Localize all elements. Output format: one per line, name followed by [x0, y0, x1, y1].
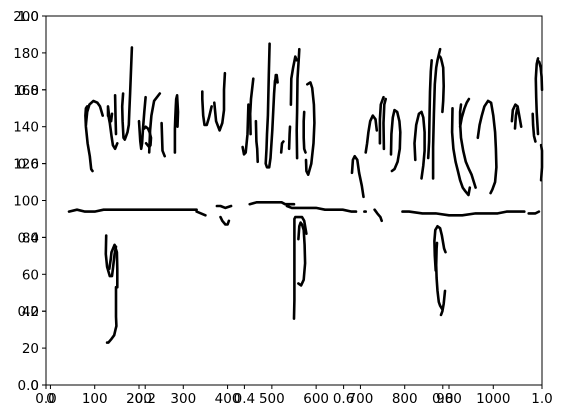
stroke-30: [413, 110, 426, 180]
stroke-49: [285, 204, 358, 213]
inner-x-tick-label: 100: [82, 391, 108, 407]
stroke-44: [67, 208, 198, 213]
inner-y-tick-label: 60: [22, 267, 39, 283]
stroke-51: [373, 208, 383, 223]
stroke-16: [254, 119, 259, 164]
stroke-14: [241, 103, 250, 156]
inner-y-tick-label: 140: [13, 120, 39, 136]
stroke-53: [527, 210, 541, 215]
outer-x-tick-label: 0.4: [234, 391, 255, 407]
stroke-33: [438, 55, 445, 114]
outer-y-tick-label: 0.4: [18, 230, 39, 246]
inner-y-tick-label: 20: [22, 341, 39, 357]
stroke-39: [513, 107, 519, 130]
stroke-19: [279, 140, 285, 154]
inner-x-tick-label: 0: [46, 391, 55, 407]
stroke-32: [431, 47, 442, 180]
stroke-11: [137, 95, 147, 151]
inner-x-tick-label: 300: [170, 391, 196, 407]
inner-x-tick-label: 700: [348, 391, 374, 407]
inner-y-tick-label: 120: [13, 157, 39, 173]
outer-x-tick-label: 1.0: [531, 391, 552, 407]
stroke-17: [264, 42, 277, 169]
stroke-34: [450, 107, 472, 197]
stroke-48: [248, 201, 296, 206]
outer-y-tick-label: 0.6: [18, 157, 39, 173]
stroke-60: [434, 241, 444, 311]
stroke-4: [107, 114, 119, 151]
outer-x-tick-label: 0.8: [432, 391, 453, 407]
stroke-38: [510, 103, 523, 128]
stroke-46: [215, 204, 233, 210]
stroke-40: [531, 112, 537, 143]
stroke-20: [289, 55, 298, 106]
stroke-26: [364, 114, 379, 154]
inner-y-tick-label: 200: [13, 9, 39, 25]
stroke-9: [173, 94, 180, 154]
outer-x-tick-label: 0.0: [35, 391, 56, 407]
outer-y-tick-label: 0.8: [18, 83, 39, 99]
stroke-25: [350, 154, 365, 199]
stroke-55: [108, 243, 119, 289]
inner-y-tick-label: 0: [30, 378, 39, 394]
stroke-18: [273, 73, 279, 86]
tick-labels: 0.0 0.2 0.4 0.6 0.8 1.0 0.0 0.2 0.4 0.6 0.8 1.0 0 100…: [13, 9, 553, 407]
handwriting-strokes: [67, 42, 544, 344]
inner-y-tick-label: 100: [13, 194, 39, 210]
stroke-28: [382, 97, 387, 151]
stroke-57: [297, 221, 307, 287]
stroke-59: [433, 225, 447, 272]
stroke-15: [248, 77, 255, 136]
outer-y-tick-label: 1.0: [18, 9, 39, 25]
stroke-29: [389, 108, 402, 173]
inner-x-tick-label: 600: [303, 391, 329, 407]
stroke-36: [458, 103, 477, 189]
inner-y-tick-label: 40: [22, 304, 39, 320]
stroke-56: [105, 285, 118, 344]
stroke-58: [292, 215, 308, 320]
stroke-61: [439, 289, 447, 317]
stroke-52: [401, 210, 526, 217]
inner-x-tick-label: 1000: [476, 391, 510, 407]
stroke-10: [143, 125, 153, 149]
stroke-2: [84, 99, 104, 127]
inner-y-tick-label: 180: [13, 46, 39, 62]
stroke-21: [295, 47, 301, 160]
inner-x-tick-label: 800: [392, 391, 418, 407]
stroke-47: [219, 215, 231, 226]
stroke-8: [160, 121, 166, 158]
inner-x-tick-label: 500: [259, 391, 285, 407]
outer-x-tick-label: 0.2: [134, 391, 155, 407]
stroke-6: [120, 46, 134, 141]
stroke-12: [201, 90, 213, 127]
stroke-24: [304, 81, 316, 176]
stroke-37: [476, 99, 498, 195]
outer-y-tick-label: 0.2: [18, 304, 39, 320]
stroke-23: [302, 110, 307, 154]
inner-y-tick-label: 160: [13, 83, 39, 99]
stroke-27: [378, 95, 385, 145]
stroke-13: [213, 71, 227, 132]
stroke-5: [113, 94, 118, 136]
stroke-1: [84, 105, 94, 173]
stroke-31: [426, 59, 433, 160]
stroke-54: [104, 234, 118, 278]
outer-y-tick-label: 0.0: [18, 378, 39, 394]
stroke-45: [195, 210, 207, 217]
inner-x-tick-label: 200: [126, 391, 152, 407]
stroke-41: [534, 57, 540, 136]
outer-x-tick-label: 0.6: [333, 391, 354, 407]
inner-y-tick-label: 80: [22, 230, 39, 246]
stroke-22: [287, 125, 292, 151]
tick-marks: [42, 15, 543, 389]
inner-x-tick-label: 400: [215, 391, 241, 407]
inner-x-tick-label: 900: [436, 391, 462, 407]
